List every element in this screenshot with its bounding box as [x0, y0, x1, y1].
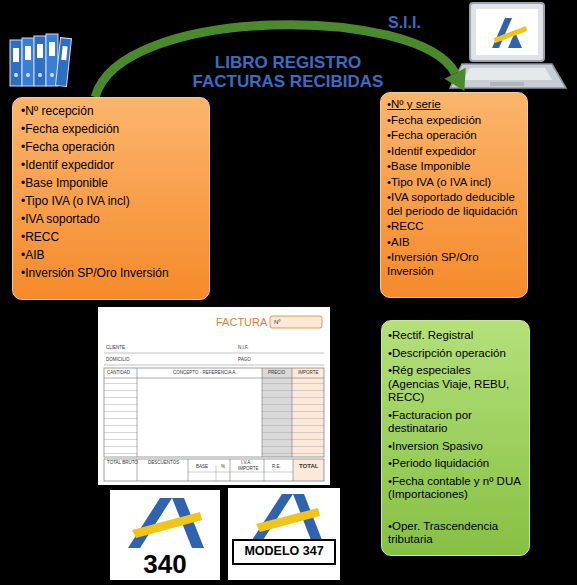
invoice-label: CANTIDAD — [107, 371, 130, 376]
bullet-item: •Periodo liquidación — [388, 457, 523, 471]
bullet-item: •Inversion Spasivo — [388, 440, 523, 454]
label: S.I.I. — [388, 14, 421, 32]
bullet-item: •Fecha operación — [387, 129, 521, 143]
bullet-item: •Rectif. Registral — [388, 329, 523, 343]
bullet-item: •Identif expedidor — [21, 158, 201, 173]
invoice-label: DOMICILIO — [106, 358, 130, 363]
invoice-label: FACTURA — [216, 316, 267, 328]
green-box: •Rectif. Registral •Descripción operación… — [381, 320, 530, 556]
bullet-item: •Inversión SP/Oro Inversión — [387, 251, 521, 278]
invoice-label: IMPORTE — [238, 467, 258, 472]
label: 340 — [110, 550, 220, 579]
bullet-item: •IVA soportado — [21, 212, 201, 227]
invoice-illustration — [98, 307, 330, 485]
laptop-icon — [450, 3, 566, 88]
invoice-label: PAGO — [238, 358, 251, 363]
bullet-item: •Tipo IVA (o IVA incl) — [21, 194, 201, 209]
bullet-item: •Nº recepción — [21, 104, 201, 119]
bullet-item: •Oper. Trascendencia tributaria — [388, 520, 523, 547]
invoice-label: DESCUENTOS — [148, 461, 179, 466]
invoice-label: CONCEPTO - REFERENCIA A. — [173, 371, 236, 376]
invoice-label: Nº — [274, 319, 281, 326]
bullet-item: •Tipo IVA (o IVA incl) — [387, 176, 521, 190]
aeat-logo-347 — [228, 488, 340, 580]
invoice-label: I.V.A. — [241, 461, 252, 466]
bullet-item: •Fecha contable y nº DUA (Importaciones) — [388, 475, 523, 502]
bullet-item: •Nº y serie — [387, 98, 521, 112]
bullet-item: •RECC — [387, 220, 521, 234]
orange-box: •Nº recepción •Fecha expedición •Fecha ope… — [12, 97, 210, 300]
invoice-label: N.I.F. — [238, 346, 249, 351]
bullet-item: •Base Imponible — [387, 160, 521, 174]
bullet-item: •Fecha expedición — [387, 114, 521, 128]
diagram-title: LIBRO REGISTRO FACTURAS RECIBIDAS — [178, 53, 398, 91]
invoice-label: IMPORTE — [298, 371, 318, 376]
orange-box: •Nº y serie •Fecha expedición•Fecha opera… — [380, 92, 528, 298]
invoice-label: TOTAL BRUTO — [107, 461, 138, 466]
bullet-item: •Facturacion por destinatario — [388, 409, 523, 436]
bullet-item: •Base Imponible — [21, 176, 201, 191]
bullet-item: •Inversión SP/Oro Inversión — [21, 266, 201, 281]
curved-arrow — [95, 25, 466, 97]
invoice-label: PRECIO — [268, 371, 285, 376]
invoice-label: TOTAL — [299, 463, 318, 470]
label: MODELO 347 — [233, 545, 335, 559]
invoice-label: R.E. — [272, 465, 281, 470]
bullet-item: •AIB — [387, 236, 521, 250]
invoice-labels: FACTURA NºCLIENTE N.I.F. DOMICILIO PAGO CANTI… — [98, 307, 330, 485]
invoice-label: % — [221, 465, 225, 470]
bullet-item: •Fecha operación — [21, 140, 201, 155]
bullet-item: •Identif expedidor — [387, 145, 521, 159]
bullet-item: •Fecha expedición — [21, 122, 201, 137]
aeat-logo-340 — [110, 490, 220, 580]
invoice-label: BASE — [196, 465, 208, 470]
bullet-item: •Rég especiales (Agencias Viaje, REBU, R… — [388, 364, 523, 405]
invoice-label: CLIENTE — [106, 346, 125, 351]
bullet-item: •RECC — [21, 230, 201, 245]
bullet-item: •Descripción operación — [388, 347, 523, 361]
binders-icon — [10, 34, 71, 86]
bullet-item: •AIB — [21, 248, 201, 263]
bullet-item: •IVA soportado deducible del periodo de … — [387, 191, 521, 218]
